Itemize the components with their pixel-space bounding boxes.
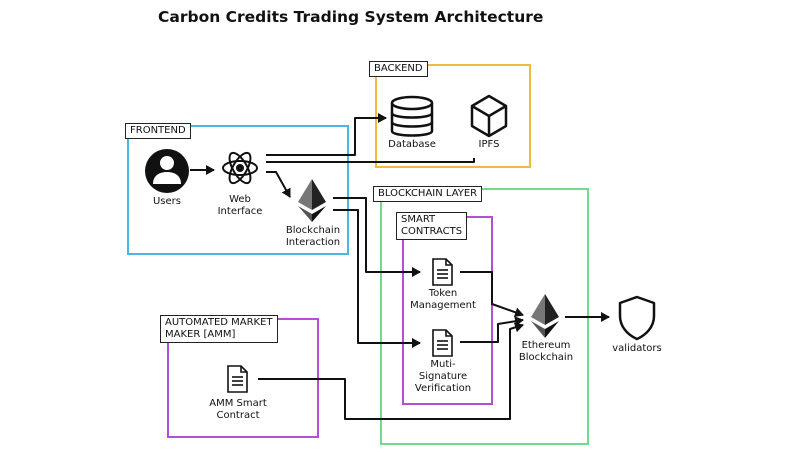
react-atom-icon <box>222 151 258 185</box>
token-management-label: Token Management <box>410 288 476 311</box>
backend-box <box>375 64 531 168</box>
ethereum-icon <box>531 294 559 338</box>
database-icon <box>390 95 434 137</box>
frontend-box <box>127 125 349 255</box>
diagram-title: Carbon Credits Trading System Architectu… <box>158 8 544 26</box>
smart-contracts-label: SMART CONTRACTS <box>396 212 468 240</box>
document-icon <box>227 365 248 393</box>
users-label: Users <box>152 196 181 207</box>
validators-label: validators <box>612 343 662 354</box>
web-interface-label: Web Interface <box>217 194 263 217</box>
connector-amm-to-ethereum <box>258 322 524 420</box>
shield-icon <box>618 295 656 341</box>
connector-web-to-database <box>266 113 387 156</box>
connector-interaction-to-token <box>333 197 421 277</box>
ethereum-icon <box>298 179 326 222</box>
connector-web-to-blockchain-interaction <box>266 171 291 198</box>
frontend-label: FRONTEND <box>125 123 191 139</box>
ipfs-label: IPFS <box>478 139 500 150</box>
connector-interaction-to-multisig <box>333 209 421 348</box>
blockchain-layer-label: BLOCKCHAIN LAYER <box>373 186 483 202</box>
ipfs-cube-icon <box>470 94 508 138</box>
connector-web-to-ipfs <box>266 158 475 163</box>
multisig-label: Muti- Signature Verification <box>414 359 472 394</box>
connector-token-to-ethereum <box>460 271 524 318</box>
blockchain-interaction-label: Blockchain Interaction <box>285 225 341 248</box>
user-icon <box>145 149 189 193</box>
connector-multisig-to-ethereum <box>460 316 524 343</box>
backend-label: BACKEND <box>369 61 428 77</box>
database-label: Database <box>388 139 436 150</box>
document-icon <box>432 258 453 286</box>
amm-label: AUTOMATED MARKET MAKER [AMM] <box>160 315 278 343</box>
ethereum-blockchain-label: Ethereum Blockchain <box>518 340 574 363</box>
document-icon <box>432 329 453 357</box>
amm-contract-label: AMM Smart Contract <box>209 398 267 421</box>
